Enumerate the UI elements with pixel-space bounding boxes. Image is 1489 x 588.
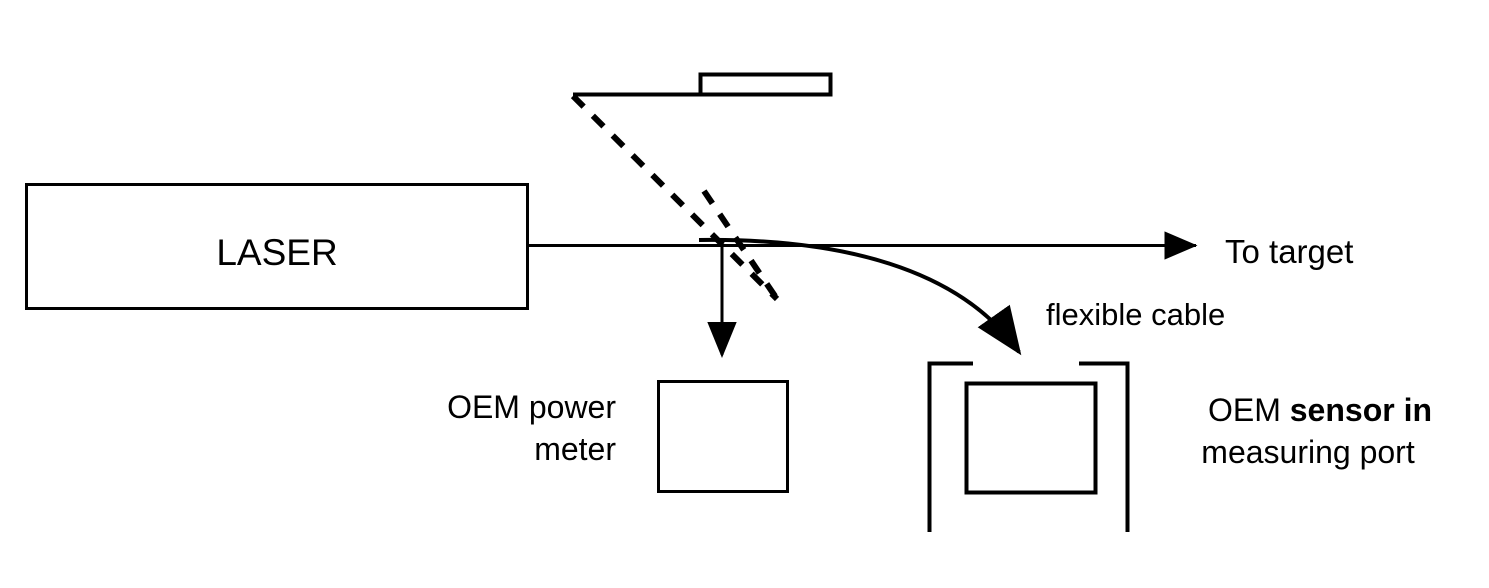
oem-sensor-label-line1: OEM sensor in — [1208, 392, 1432, 428]
laser-box-label: LASER — [216, 232, 337, 273]
oem-sensor-label-regular: OEM — [1208, 392, 1290, 428]
flexible-cable-label: flexible cable — [1046, 297, 1225, 332]
flexible-cable-curve — [698, 237, 1022, 356]
mount-block — [698, 72, 833, 97]
oem-sensor-label-line2: measuring port — [1201, 434, 1415, 470]
to-target-label: To target — [1225, 233, 1353, 270]
laser-box — [25, 183, 529, 310]
oem-power-meter-label-line2: meter — [534, 431, 616, 467]
oem-power-meter-box — [657, 380, 789, 493]
measuring-port-bracket — [927, 361, 1130, 532]
oem-sensor-box — [964, 381, 1098, 495]
beam-splitter-back-face — [701, 189, 780, 301]
oem-power-meter-label-line1: OEM power — [447, 389, 616, 425]
oem-sensor-label-bold: sensor in — [1290, 392, 1432, 428]
beam-splitter-front-face — [570, 93, 780, 302]
